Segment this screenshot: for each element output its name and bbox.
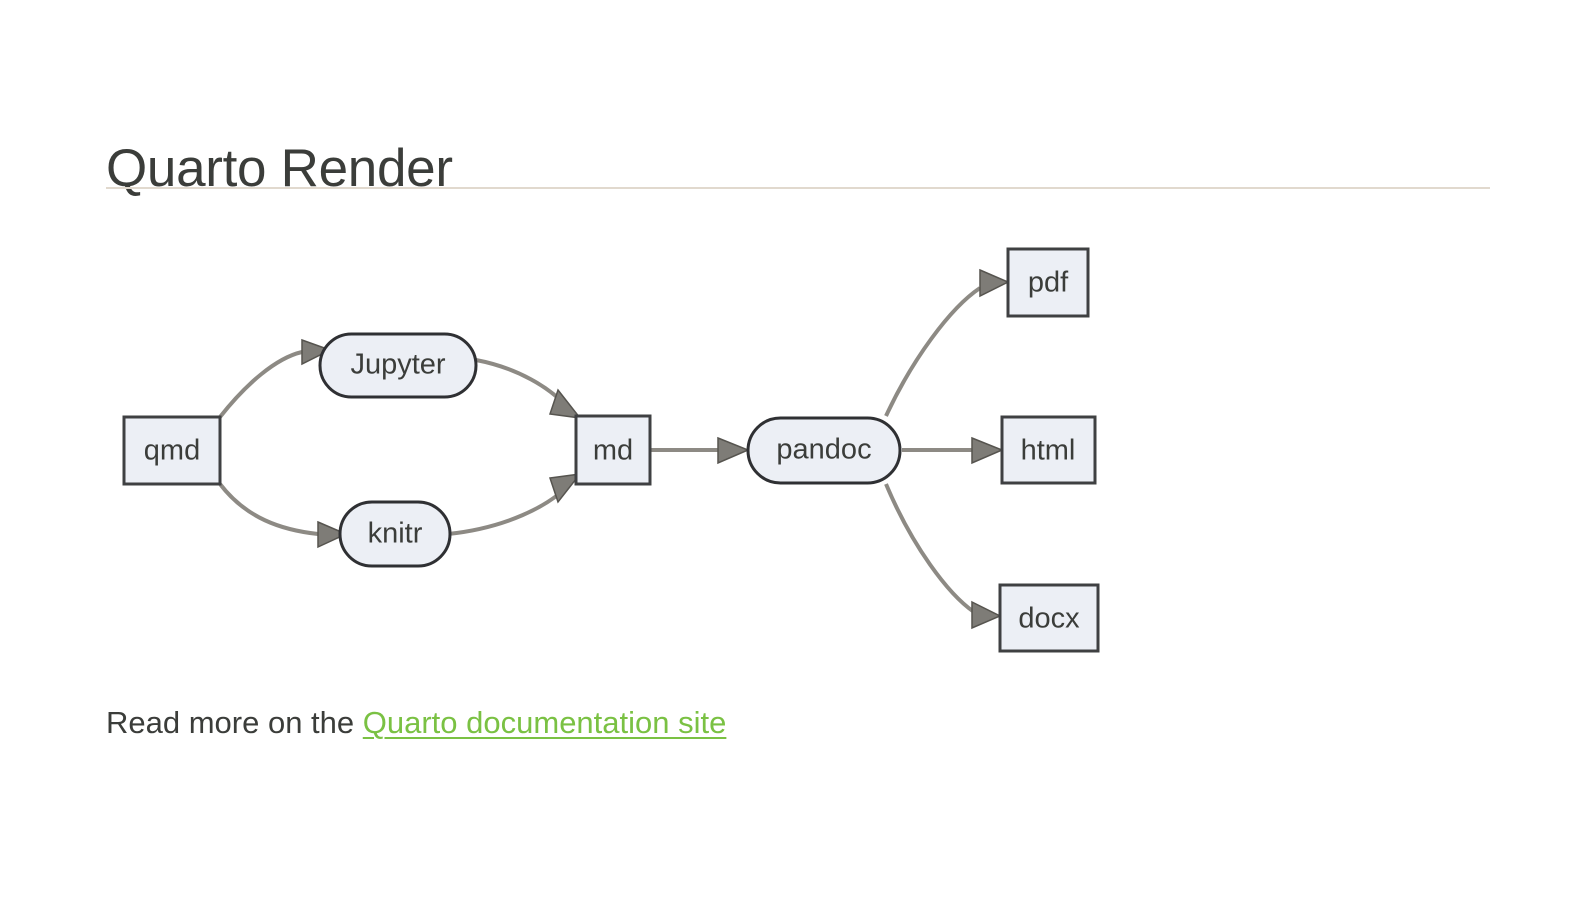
node-label-html: html [1021,435,1076,467]
node-label-docx: docx [1018,603,1080,635]
arrowhead-icon [549,473,582,504]
edge-md-to-pandoc [650,436,750,465]
edge-path [475,358,568,408]
node-shape [1006,247,1090,318]
node-md[interactable]: md [574,414,652,486]
read-more-prefix: Read more on the [106,705,363,740]
node-shape [998,583,1100,653]
page-title: Quarto Render [106,138,453,198]
node-docx[interactable]: docx [998,583,1100,653]
edge-qmd-to-jupyter [218,338,332,419]
node-label-pandoc: pandoc [776,434,871,466]
edge-path [884,483,976,614]
edge-jupyter-to-md [475,358,582,419]
read-more-text: Read more on the Quarto documentation si… [106,703,726,743]
node-label-jupyter: Jupyter [350,349,445,381]
title-divider [106,187,1490,189]
quarto-render-flowchart: qmd Jupyter knitr md pandoc [106,216,1166,656]
edge-pandoc-to-html [902,436,1004,465]
node-label-pdf: pdf [1028,267,1069,299]
node-pandoc[interactable]: pandoc [746,416,902,485]
arrowhead-icon [301,338,332,366]
arrowhead-icon [971,436,1004,465]
edge-path [447,484,570,536]
arrowhead-icon [549,388,582,419]
node-shape [1000,415,1097,485]
node-knitr[interactable]: knitr [338,500,452,568]
arrowhead-icon [971,600,1002,630]
node-pdf[interactable]: pdf [1006,247,1090,318]
node-qmd[interactable]: qmd [122,415,222,486]
edge-path [884,286,982,417]
node-shape [318,332,478,399]
node-jupyter[interactable]: Jupyter [318,332,478,399]
edge-path [218,350,303,419]
quarto-docs-link[interactable]: Quarto documentation site [362,705,727,740]
node-label-md: md [593,435,633,467]
node-shape [746,416,902,485]
edge-knitr-to-md [447,473,582,536]
node-shape [122,415,222,486]
edge-pandoc-to-pdf [884,268,1010,417]
edge-path [218,482,319,536]
arrowhead-icon [717,436,750,465]
edge-qmd-to-knitr [218,482,348,549]
node-html[interactable]: html [1000,415,1097,485]
arrowhead-icon [979,268,1010,298]
edge-pandoc-to-docx [884,483,1002,630]
node-shape [574,414,652,486]
arrowhead-icon [317,520,348,549]
node-label-knitr: knitr [368,518,423,550]
node-label-qmd: qmd [144,435,200,467]
node-shape [338,500,452,568]
